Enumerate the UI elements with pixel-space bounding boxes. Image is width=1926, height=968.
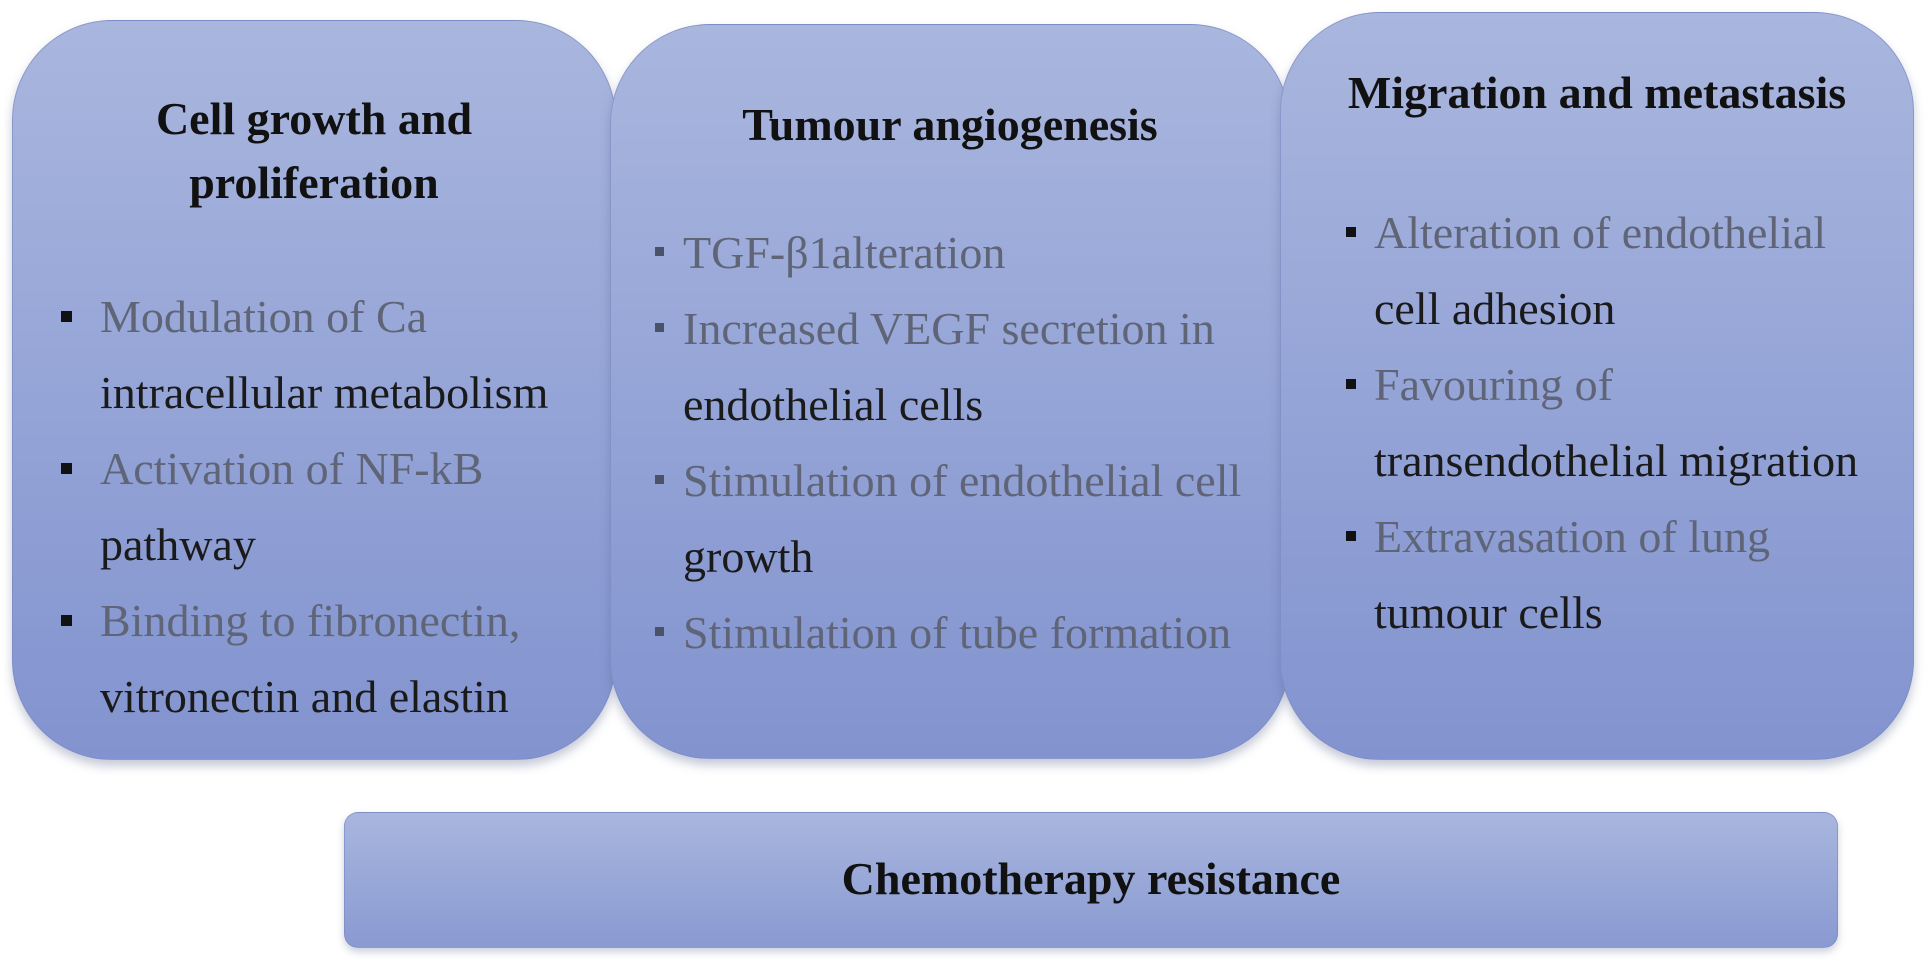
item-text-muted: Stimulation of tube formation bbox=[683, 607, 1232, 658]
item-text: cell adhesion bbox=[1374, 283, 1616, 334]
item-text-muted: Increased VEGF secretion in bbox=[683, 303, 1215, 354]
square-bullet-icon bbox=[655, 627, 664, 636]
item-text: endothelial cells bbox=[683, 379, 984, 430]
square-bullet-icon bbox=[1346, 227, 1356, 237]
list-item: Modulation of Ca intracellular metabolis… bbox=[45, 279, 605, 431]
square-bullet-icon bbox=[61, 463, 72, 474]
bullet-list: Alteration of endothelial cell adhesion … bbox=[1336, 195, 1906, 651]
list-item: Extravasation of lung tumour cells bbox=[1336, 499, 1906, 651]
panel-migration-metastasis: Migration and metastasis Alteration of e… bbox=[1280, 12, 1914, 760]
panel-title: Migration and metastasis bbox=[1347, 67, 1847, 118]
list-item: Favouring of transendothelial migration bbox=[1336, 347, 1906, 499]
item-text-muted: Extravasation of lung bbox=[1374, 511, 1771, 562]
list-item: Increased VEGF secretion in endothelial … bbox=[645, 291, 1285, 443]
list-item: Activation of NF-kB pathway bbox=[45, 431, 605, 583]
item-text: vitronectin and elastin bbox=[100, 671, 509, 722]
square-bullet-icon bbox=[655, 323, 664, 332]
item-text: tumour cells bbox=[1374, 587, 1603, 638]
square-bullet-icon bbox=[1346, 379, 1356, 389]
square-bullet-icon bbox=[655, 475, 664, 484]
bullet-list: TGF-β1alteration Increased VEGF secretio… bbox=[645, 215, 1285, 671]
item-text-muted: Activation of NF-kB bbox=[100, 443, 484, 494]
item-text-muted: Favouring of bbox=[1374, 359, 1613, 410]
panel-title: Cell growth and proliferation bbox=[155, 93, 473, 208]
bullet-list: Modulation of Ca intracellular metabolis… bbox=[45, 279, 605, 735]
list-item: Stimulation of endothelial cell growth bbox=[645, 443, 1285, 595]
square-bullet-icon bbox=[1346, 531, 1356, 541]
square-bullet-icon bbox=[655, 247, 664, 256]
list-item: Binding to fibronectin, vitronectin and … bbox=[45, 583, 605, 735]
square-bullet-icon bbox=[61, 311, 72, 322]
item-text-muted: Modulation of Ca bbox=[100, 291, 428, 342]
list-item: Alteration of endothelial cell adhesion bbox=[1336, 195, 1906, 347]
item-text-muted: Stimulation of endothelial cell bbox=[683, 455, 1242, 506]
list-item: TGF-β1alteration bbox=[645, 215, 1285, 291]
panel-title: Tumour angiogenesis bbox=[742, 99, 1158, 150]
item-text-muted: Alteration of endothelial bbox=[1374, 207, 1827, 258]
chemotherapy-resistance-bar: Chemotherapy resistance bbox=[344, 812, 1838, 948]
item-text: intracellular metabolism bbox=[100, 367, 549, 418]
item-text-muted: TGF-β1alteration bbox=[683, 227, 1006, 278]
panel-tumour-angiogenesis: Tumour angiogenesis TGF-β1alteration Inc… bbox=[610, 24, 1290, 759]
item-text: growth bbox=[683, 531, 814, 582]
panel-cell-growth: Cell growth and proliferation Modulation… bbox=[12, 20, 616, 760]
bar-label: Chemotherapy resistance bbox=[841, 853, 1341, 904]
item-text: pathway bbox=[100, 519, 256, 570]
item-text: transendothelial migration bbox=[1374, 435, 1859, 486]
square-bullet-icon bbox=[61, 615, 72, 626]
item-text-muted: Binding to fibronectin, bbox=[100, 595, 521, 646]
list-item: Stimulation of tube formation bbox=[645, 595, 1285, 671]
